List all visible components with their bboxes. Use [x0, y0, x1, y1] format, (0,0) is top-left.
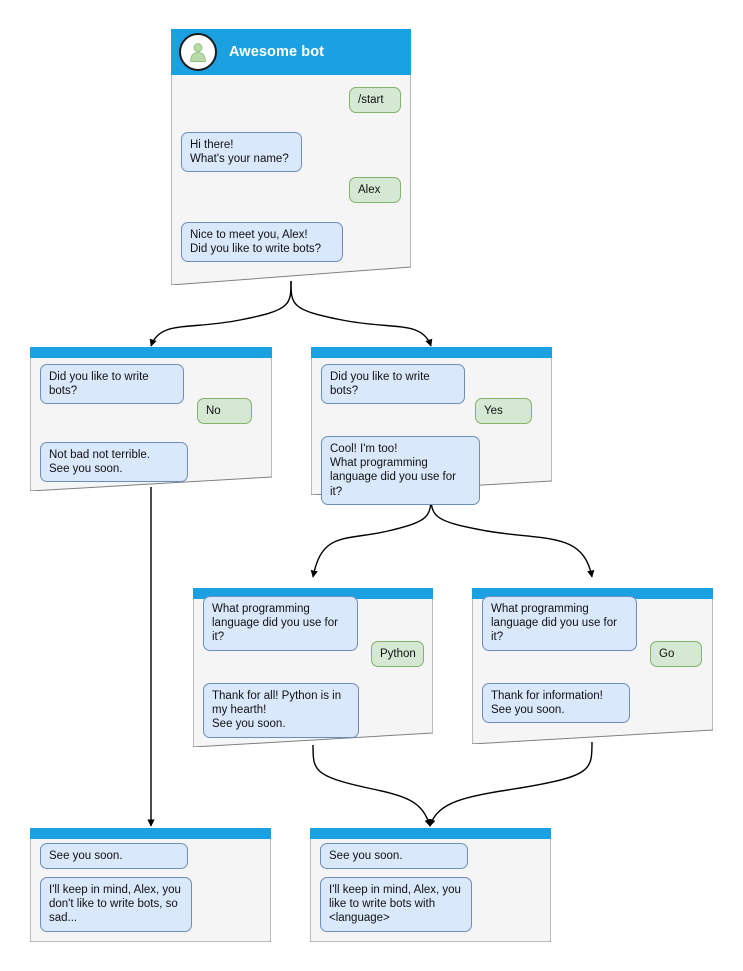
message-bubble-bot: Did you like to write bots? [321, 364, 465, 405]
message-bubble-bot: What programming language did you use fo… [482, 596, 637, 651]
message-bubble-user: Go [650, 641, 702, 668]
node-answer-no[interactable]: Did you like to write bots? No Not bad n… [30, 347, 272, 491]
node-titlebar [311, 347, 552, 358]
message-bubble-bot: Did you like to write bots? [40, 364, 184, 405]
bot-header: Awesome bot [171, 29, 411, 75]
message-bubble-bot: Hi there! What's your name? [181, 132, 302, 173]
node-lang-go[interactable]: What programming language did you use fo… [472, 588, 713, 744]
edge-start-to-no [149, 280, 292, 347]
node-titlebar [30, 828, 271, 839]
node-answer-yes[interactable]: Did you like to write bots? Yes Cool! I'… [311, 347, 552, 505]
message-bubble-user: Yes [475, 398, 532, 425]
node-start[interactable]: Awesome bot /start Hi there! What's your… [171, 29, 411, 285]
message-bubble-bot: I'll keep in mind, Alex, you like to wri… [320, 877, 472, 932]
edge-go-to-end-happy [428, 741, 593, 827]
node-end-happy[interactable]: See you soon. I'll keep in mind, Alex, y… [310, 828, 551, 942]
message-bubble-user: Alex [349, 177, 401, 204]
message-bubble-user: No [197, 398, 252, 425]
node-titlebar [30, 347, 272, 358]
message-bubble-bot: See you soon. [320, 843, 468, 870]
edge-python-to-end-happy [312, 744, 432, 827]
message-bubble-bot: Thank for all! Python is in my hearth! S… [203, 683, 359, 738]
message-bubble-user: /start [349, 87, 401, 114]
message-bubble-bot: What programming language did you use fo… [203, 596, 358, 651]
message-bubble-user: Python [371, 641, 424, 668]
node-titlebar [310, 828, 551, 839]
message-bubble-bot: Not bad not terrible. See you soon. [40, 442, 188, 483]
message-bubble-bot: See you soon. [40, 843, 188, 870]
message-bubble-bot: Thank for information! See you soon. [482, 683, 630, 724]
node-lang-python[interactable]: What programming language did you use fo… [193, 588, 433, 747]
bot-title: Awesome bot [229, 44, 325, 60]
message-bubble-bot: Cool! I'm too! What programming language… [321, 436, 480, 505]
node-end-sad[interactable]: See you soon. I'll keep in mind, Alex, y… [30, 828, 271, 942]
message-bubble-bot: I'll keep in mind, Alex, you don't like … [40, 877, 192, 932]
edge-start-to-yes [290, 280, 433, 347]
person-avatar-icon [179, 33, 217, 71]
message-bubble-bot: Nice to meet you, Alex! Did you like to … [181, 222, 343, 263]
